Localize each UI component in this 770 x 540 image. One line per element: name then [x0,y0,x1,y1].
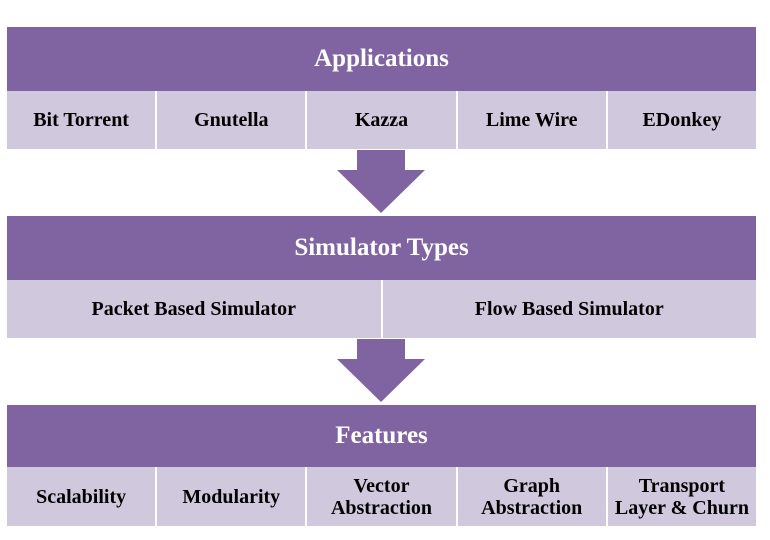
app-kazza: Kazza [307,91,458,149]
applications-row: Bit Torrent Gnutella Kazza Lime Wire EDo… [7,91,757,149]
sim-packet-based: Packet Based Simulator [7,280,383,338]
feature-graph-abstraction: Graph Abstraction [457,467,608,526]
features-title: Features [335,422,428,449]
applications-title: Applications [314,45,449,72]
feature-modularity: Modularity [157,467,308,526]
feature-transport-layer-churn: Transport Layer & Churn [607,467,757,526]
app-edonkey: EDonkey [607,91,757,149]
down-arrow-icon [337,339,425,402]
down-arrow-icon [337,150,425,213]
features-row: Scalability Modularity Vector Abstractio… [7,467,757,526]
sim-flow-based: Flow Based Simulator [382,280,756,338]
simulator-types-title: Simulator Types [294,234,469,261]
app-gnutella: Gnutella [157,91,308,149]
feature-scalability: Scalability [7,467,158,526]
applications-header: Applications [7,27,756,91]
simulator-types-row: Packet Based Simulator Flow Based Simula… [7,280,756,338]
app-lime-wire: Lime Wire [457,91,608,149]
simulator-types-header: Simulator Types [7,216,756,280]
features-header: Features [7,405,756,467]
feature-vector-abstraction: Vector Abstraction [307,467,458,526]
app-bit-torrent: Bit Torrent [7,91,158,149]
